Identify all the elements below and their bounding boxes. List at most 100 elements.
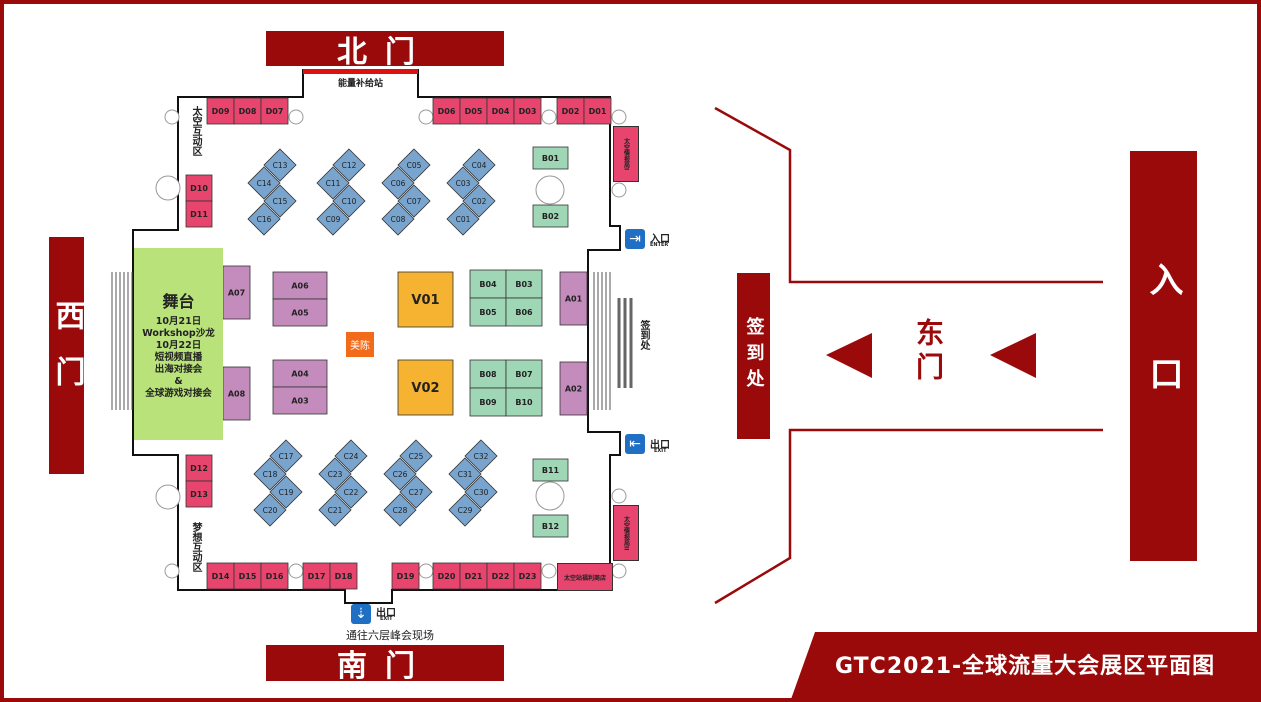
booth-D03: D03 — [513, 97, 542, 125]
arrow-left-2 — [990, 333, 1036, 378]
svg-text:A06: A06 — [291, 281, 309, 290]
footer-band — [790, 632, 1261, 702]
svg-text:C29: C29 — [458, 506, 473, 515]
stage-line: 全球游戏对接会 — [145, 388, 212, 399]
booth-C12: C12 — [332, 148, 366, 182]
booth-C06: C06 — [381, 166, 415, 200]
booth-B08: B08 — [469, 359, 507, 389]
booth-C29: C29 — [448, 493, 482, 527]
svg-text:A08: A08 — [228, 389, 246, 398]
svg-text:C14: C14 — [257, 179, 272, 188]
booth-C25: C25 — [399, 439, 433, 473]
booth-C14: C14 — [247, 166, 281, 200]
booth-D22: D22 — [486, 562, 515, 590]
booth-C19: C19 — [269, 475, 303, 509]
svg-text:D04: D04 — [492, 107, 510, 116]
svg-text:D01: D01 — [589, 107, 607, 116]
svg-text:D02: D02 — [562, 107, 580, 116]
enter-door-icon: ⇥ — [625, 229, 645, 249]
booth-A01: A01 — [559, 271, 588, 326]
svg-text:C02: C02 — [472, 197, 487, 206]
booth-D18: D18 — [329, 562, 358, 590]
booth-D11: D11 — [185, 200, 213, 228]
booth-C05: C05 — [397, 148, 431, 182]
svg-text:C07: C07 — [407, 197, 422, 206]
svg-text:C22: C22 — [344, 488, 359, 497]
svg-text:D09: D09 — [212, 107, 230, 116]
booth-C11: C11 — [316, 166, 350, 200]
booth-D16: D16 — [260, 562, 289, 590]
booth-A07: A07 — [222, 265, 251, 320]
booth-C28: C28 — [383, 493, 417, 527]
svg-text:D15: D15 — [239, 572, 257, 581]
svg-text:B11: B11 — [542, 466, 560, 475]
svg-text:B06: B06 — [515, 308, 533, 317]
booth-D23: D23 — [513, 562, 542, 590]
mei-chen-booth: 美陈 — [346, 332, 374, 357]
booth-C10: C10 — [332, 184, 366, 218]
booth-A06: A06 — [272, 271, 328, 300]
svg-text:C19: C19 — [279, 488, 294, 497]
svg-text:C31: C31 — [458, 470, 473, 479]
booth-V02: V02 — [397, 359, 454, 416]
svg-text:C05: C05 — [407, 161, 422, 170]
booth-C16: C16 — [247, 202, 281, 236]
booth-D02: D02 — [556, 97, 585, 125]
booth-C13: C13 — [263, 148, 297, 182]
checkin-inside-label: 签到处 — [638, 320, 649, 350]
booth-C21: C21 — [318, 493, 352, 527]
arrow-left-1 — [826, 333, 872, 378]
svg-text:D21: D21 — [465, 572, 483, 581]
booth-A08: A08 — [222, 366, 251, 421]
booth-B01: B01 — [532, 146, 569, 170]
booth-C20: C20 — [253, 493, 287, 527]
svg-text:C20: C20 — [263, 506, 278, 515]
booth-B05: B05 — [469, 297, 507, 327]
space-shop: 太空站福利商店 — [557, 563, 613, 591]
svg-text:D05: D05 — [465, 107, 483, 116]
svg-text:C25: C25 — [409, 452, 424, 461]
energy-bar — [303, 69, 418, 74]
svg-text:C08: C08 — [391, 215, 406, 224]
south-exit-icon: ⇣ — [351, 604, 371, 624]
booth-C07: C07 — [397, 184, 431, 218]
svg-text:A04: A04 — [291, 369, 309, 378]
svg-text:D17: D17 — [308, 572, 326, 581]
booth-C02: C02 — [462, 184, 496, 218]
svg-text:D11: D11 — [190, 210, 208, 219]
stairs-right — [593, 272, 611, 410]
hall-wall — [132, 69, 621, 604]
booth-D19: D19 — [391, 562, 420, 590]
booth-C23: C23 — [318, 457, 352, 491]
south-exit-note: 通往六层峰会现场 — [346, 629, 434, 642]
booth-D04: D04 — [486, 97, 515, 125]
booth-V01: V01 — [397, 271, 454, 328]
svg-text:C03: C03 — [456, 179, 471, 188]
svg-text:D06: D06 — [438, 107, 456, 116]
booth-D05: D05 — [459, 97, 488, 125]
booth-C03: C03 — [446, 166, 480, 200]
booth-D08: D08 — [233, 97, 262, 125]
east-gate-label: 东门 — [912, 318, 945, 386]
svg-text:B07: B07 — [515, 370, 532, 379]
svg-text:C09: C09 — [326, 215, 341, 224]
checkin-counter — [617, 298, 633, 388]
svg-text:D12: D12 — [190, 464, 208, 473]
booth-C18: C18 — [253, 457, 287, 491]
svg-text:C15: C15 — [273, 197, 288, 206]
booth-D21: D21 — [459, 562, 488, 590]
booth-D06: D06 — [432, 97, 461, 125]
svg-text:V01: V01 — [411, 293, 439, 308]
svg-text:C23: C23 — [328, 470, 343, 479]
booth-B04: B04 — [469, 269, 507, 299]
booth-D14: D14 — [206, 562, 235, 590]
svg-text:C06: C06 — [391, 179, 406, 188]
booth-A02: A02 — [559, 361, 588, 416]
exit-door-icon: ⇤ — [625, 434, 645, 454]
svg-text:C17: C17 — [279, 452, 294, 461]
svg-text:C12: C12 — [342, 161, 357, 170]
svg-text:A05: A05 — [291, 308, 309, 317]
booth-D07: D07 — [260, 97, 289, 125]
